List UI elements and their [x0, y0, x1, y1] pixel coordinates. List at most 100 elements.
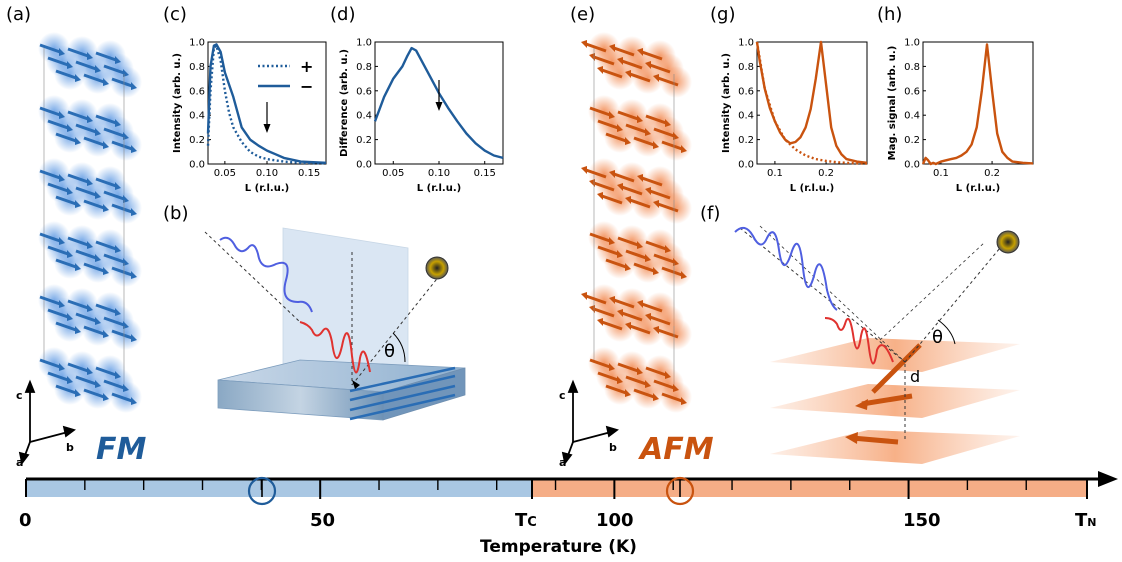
- spin-arrow-head: [673, 132, 679, 140]
- spin-arrow: [653, 253, 675, 264]
- spin-arrow: [593, 307, 615, 318]
- spin-arrow-head: [645, 254, 651, 262]
- series-line-1: [373, 46, 504, 160]
- spin-arrow-head: [609, 111, 615, 119]
- spin-arrow: [641, 50, 663, 61]
- annotation-arrow-head: [263, 124, 271, 133]
- spin-arrow: [593, 55, 615, 66]
- spin-arrow: [67, 299, 89, 310]
- spin-arrow-head: [67, 313, 73, 321]
- spin-arrow: [95, 366, 117, 377]
- spin-arrow-head: [103, 78, 109, 86]
- series-line-1: [921, 43, 1034, 166]
- spin-arrow-head: [581, 166, 587, 174]
- spin-arrow: [111, 392, 133, 403]
- atom-glow: [110, 381, 142, 413]
- spin-arrow-head: [75, 137, 81, 145]
- y-tick-label: 0.0: [189, 160, 205, 171]
- spin-arrow: [633, 262, 655, 273]
- x-axis-label: L (r.l.u.): [417, 183, 461, 194]
- spin-arrow-head: [617, 183, 623, 191]
- spin-arrow: [83, 388, 105, 399]
- y-tick-label: 1.0: [189, 38, 205, 49]
- spin-arrow-head: [637, 241, 643, 249]
- atom-glow: [110, 192, 142, 224]
- spin-arrow-head: [115, 119, 121, 127]
- spin-arrow: [589, 232, 611, 243]
- spin-arrow-head: [637, 174, 643, 182]
- afm-scattering-diagram: d θ: [734, 225, 1020, 464]
- y-tick-label: 0.2: [356, 135, 372, 146]
- fm-measurement-marker: [247, 476, 277, 506]
- spin-arrow-head: [625, 137, 631, 145]
- spin-arrow: [613, 46, 635, 57]
- atom-glow: [660, 255, 692, 287]
- spin-arrow: [67, 110, 89, 121]
- spin-arrow: [625, 375, 647, 386]
- y-axis-label: Intensity (arb. u.): [721, 53, 732, 153]
- spin-arrow-head: [653, 267, 659, 275]
- spin-arrow-head: [597, 66, 603, 74]
- x-tick-label: 0.1: [767, 168, 783, 179]
- spin-arrow-head: [123, 69, 129, 77]
- spin-arrow-head: [59, 111, 65, 119]
- y-axis-label: Mag. signal (arb. u.): [887, 46, 898, 161]
- afm-measurement-marker: [665, 476, 695, 506]
- spin-arrow-head: [123, 384, 129, 392]
- spin-arrow: [67, 47, 89, 58]
- spin-arrow-head: [103, 393, 109, 401]
- spin-arrow: [111, 329, 133, 340]
- x-tick-label: 0.05: [382, 168, 404, 179]
- spin-arrow-head: [59, 363, 65, 371]
- tc-main: T: [515, 510, 528, 531]
- temperature-axis: [25, 471, 1118, 506]
- spin-arrow: [39, 358, 61, 369]
- temp-tick-0: 0: [19, 510, 32, 531]
- atom-glow: [632, 125, 664, 157]
- spin-arrow: [75, 312, 97, 323]
- x-tick-label: 0.2: [984, 168, 1000, 179]
- spin-arrow-head: [103, 330, 109, 338]
- spin-arrow-head: [653, 74, 659, 82]
- spin-arrow: [111, 203, 133, 214]
- atom-glow: [632, 377, 664, 409]
- spin-arrow-head: [625, 263, 631, 271]
- spin-arrow: [593, 181, 615, 192]
- spin-arrow-head: [665, 245, 671, 253]
- spin-arrow: [47, 56, 69, 67]
- temp-tick-150: 150: [903, 510, 941, 531]
- spin-arrow-head: [115, 245, 121, 253]
- spin-arrow: [621, 311, 643, 322]
- y-tick-label: 0.4: [738, 111, 754, 122]
- spin-arrow: [55, 195, 77, 206]
- spin-arrow: [39, 169, 61, 180]
- spin-arrow-head: [637, 300, 643, 308]
- spin-arrow: [641, 176, 663, 187]
- spin-arrow-head: [617, 57, 623, 65]
- spin-arrow-head: [115, 182, 121, 190]
- y-tick-label: 0.0: [356, 160, 372, 171]
- spin-arrow-head: [87, 304, 93, 312]
- spin-arrow: [111, 140, 133, 151]
- spin-arrow: [103, 127, 125, 138]
- atom-glow: [54, 58, 86, 90]
- spin-arrow-head: [67, 124, 73, 132]
- spin-arrow-head: [681, 397, 687, 405]
- x-tick-label: 0.15: [474, 168, 496, 179]
- spin-arrow: [589, 358, 611, 369]
- panel-label-e: (e): [570, 4, 596, 25]
- y-tick-label: 0.0: [904, 160, 920, 171]
- spin-arrow: [625, 249, 647, 260]
- spin-arrow-head: [653, 141, 659, 149]
- annotation-arrow-head: [435, 102, 443, 111]
- x-tick-label: 0.1: [933, 168, 949, 179]
- spin-arrow: [629, 324, 651, 335]
- spin-arrow-head: [673, 384, 679, 392]
- spin-arrow-head: [131, 334, 137, 342]
- spin-arrow-head: [95, 191, 101, 199]
- spin-arrow-head: [103, 267, 109, 275]
- spin-arrow-head: [131, 145, 137, 153]
- atom-glow: [110, 129, 142, 161]
- afm-lattice: [581, 32, 692, 413]
